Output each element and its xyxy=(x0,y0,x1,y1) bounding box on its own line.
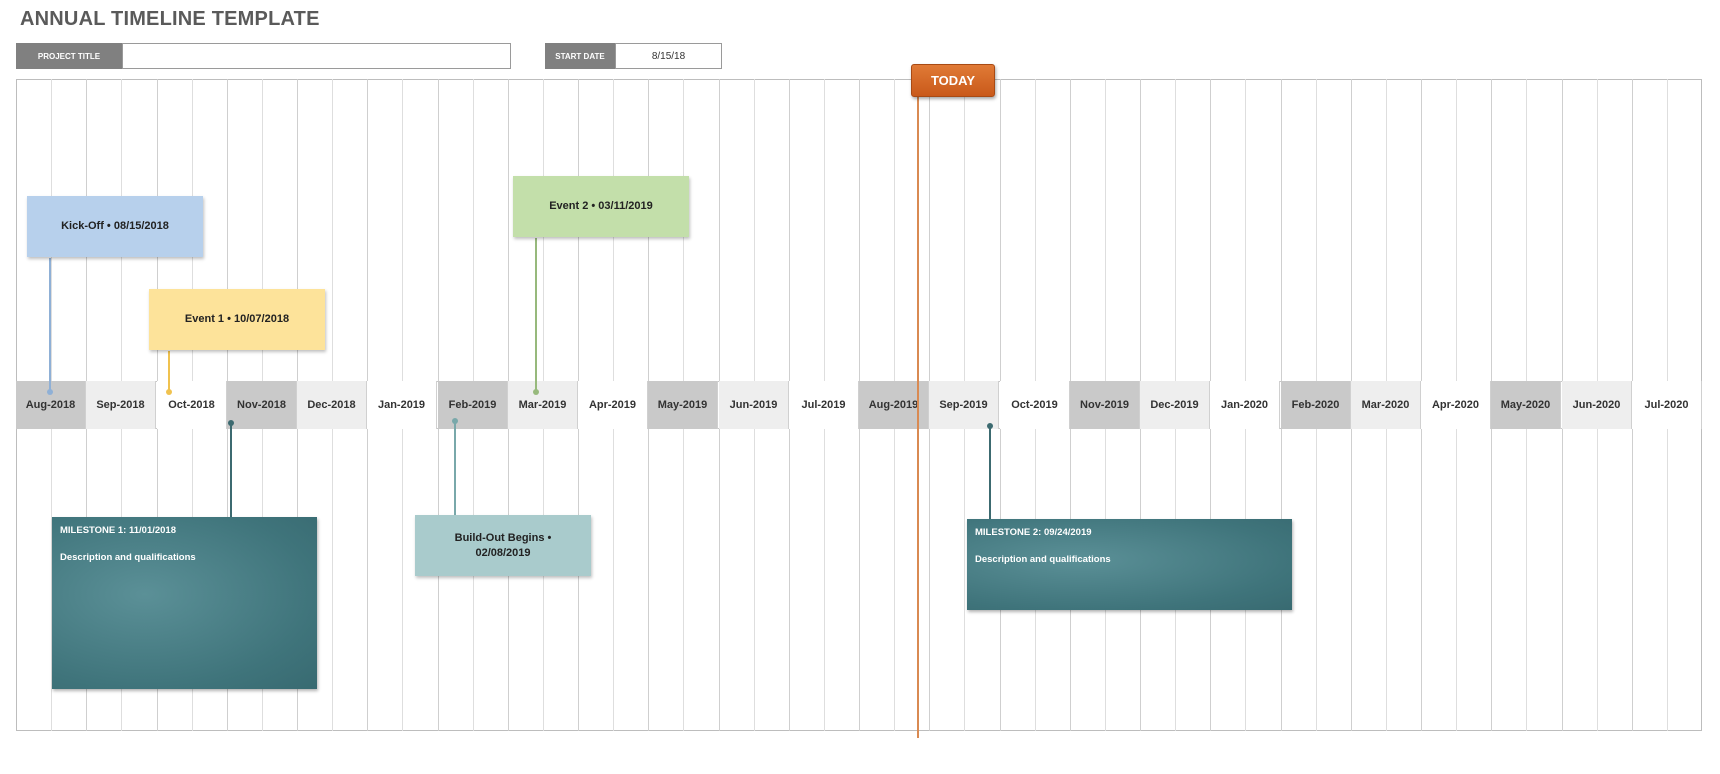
month-cell: Jul-2019 xyxy=(789,381,859,429)
event1-connector xyxy=(168,351,170,392)
month-cell: May-2020 xyxy=(1491,381,1561,429)
milestone-2-title: MILESTONE 2: 09/24/2019 xyxy=(975,527,1092,538)
event-kickoff[interactable]: Kick-Off • 08/15/2018 xyxy=(27,196,203,257)
month-cell: Sep-2019 xyxy=(929,381,999,429)
event2-connector xyxy=(535,238,537,392)
event1-dot xyxy=(166,389,172,395)
kickoff-connector xyxy=(49,258,51,392)
month-cell: Oct-2019 xyxy=(1000,381,1070,429)
event-1-label: Event 1 • 10/07/2018 xyxy=(184,313,290,326)
month-cell: Feb-2019 xyxy=(438,381,508,429)
page-title: ANNUAL TIMELINE TEMPLATE xyxy=(20,8,320,30)
month-cell: Dec-2018 xyxy=(297,381,367,429)
event-kickoff-label: Kick-Off • 08/15/2018 xyxy=(61,220,169,233)
project-title-field[interactable] xyxy=(122,43,511,69)
event-buildout-label: Build-Out Begins • 02/08/2019 xyxy=(454,531,552,559)
today-marker[interactable]: TODAY xyxy=(911,64,995,97)
milestone2-connector xyxy=(989,425,991,521)
event-2[interactable]: Event 2 • 03/11/2019 xyxy=(513,176,689,237)
month-cell: Jan-2020 xyxy=(1210,381,1280,429)
month-cell: May-2019 xyxy=(648,381,718,429)
month-cell: Mar-2019 xyxy=(508,381,578,429)
event2-dot xyxy=(533,389,539,395)
month-cell: Jan-2019 xyxy=(367,381,437,429)
milestone2-dot xyxy=(987,423,993,429)
milestone1-dot xyxy=(228,420,234,426)
month-cell: Jun-2020 xyxy=(1562,381,1632,429)
event-2-label: Event 2 • 03/11/2019 xyxy=(549,200,653,213)
month-cell: Jun-2019 xyxy=(719,381,789,429)
kickoff-dot xyxy=(47,389,53,395)
buildout-dot xyxy=(452,418,458,424)
event-buildout[interactable]: Build-Out Begins • 02/08/2019 xyxy=(415,515,591,576)
month-cell: Sep-2018 xyxy=(86,381,156,429)
milestone-1-title: MILESTONE 1: 11/01/2018 xyxy=(60,525,176,536)
month-cell: Oct-2018 xyxy=(157,381,227,429)
month-cell: Jul-2020 xyxy=(1632,381,1702,429)
start-date-label: START DATE xyxy=(545,43,615,69)
milestone-1-description: Description and qualifications xyxy=(60,552,196,563)
buildout-connector xyxy=(454,420,456,517)
start-date-field[interactable]: 8/15/18 xyxy=(615,43,722,69)
month-cell: Nov-2018 xyxy=(227,381,297,429)
milestone-2[interactable]: MILESTONE 2: 09/24/2019 Description and … xyxy=(967,519,1292,610)
month-cell: Apr-2019 xyxy=(578,381,648,429)
month-cell: Apr-2020 xyxy=(1421,381,1491,429)
month-cell: Nov-2019 xyxy=(1070,381,1140,429)
project-title-label: PROJECT TITLE xyxy=(16,43,122,69)
month-cell: Dec-2019 xyxy=(1140,381,1210,429)
today-line xyxy=(917,96,919,738)
month-cell: Feb-2020 xyxy=(1281,381,1351,429)
month-cell: Mar-2020 xyxy=(1351,381,1421,429)
milestone-1[interactable]: MILESTONE 1: 11/01/2018 Description and … xyxy=(52,517,317,689)
milestone1-connector xyxy=(230,422,232,519)
milestone-2-description: Description and qualifications xyxy=(975,554,1111,565)
event-1[interactable]: Event 1 • 10/07/2018 xyxy=(149,289,325,350)
